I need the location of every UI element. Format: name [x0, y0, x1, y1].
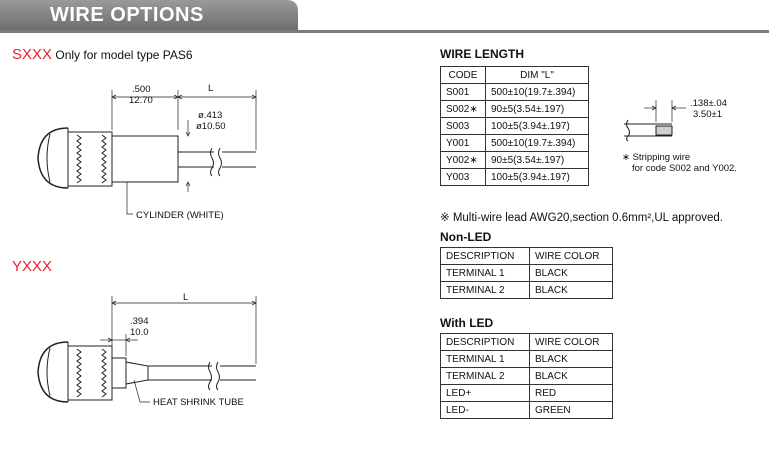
drawing-yxxx — [37, 296, 257, 403]
wire-length-title: WIRE LENGTH — [440, 47, 524, 61]
stripping-wire-detail — [624, 100, 686, 142]
dim-y-mm: 10.0 — [130, 327, 149, 338]
non-led-table: DESCRIPTION WIRE COLOR TERMINAL 1 BLACK … — [440, 247, 613, 299]
dim-y-in: .394 — [130, 316, 149, 327]
dim-s-dia-in: ø.413 — [198, 110, 222, 121]
table-row: TERMINAL 1 BLACK — [440, 350, 613, 368]
label-heat-shrink: HEAT SHRINK TUBE — [153, 397, 244, 408]
color-cell: BLACK — [529, 350, 613, 368]
strip-dim-in: .138±.04 — [690, 98, 727, 109]
header-cell: DESCRIPTION — [440, 333, 530, 351]
color-cell: RED — [529, 384, 613, 402]
stripping-note-line1: ∗ Stripping wire — [622, 152, 691, 163]
table-row: Y002∗ 90±5(3.54±.197) — [440, 151, 589, 169]
section-title: WIRE OPTIONS — [50, 4, 204, 26]
code-cell: S001 — [440, 83, 486, 101]
model-y-code: YXXX — [12, 258, 53, 275]
model-s-desc: Only for model type PAS6 — [55, 48, 193, 62]
code-cell: S003 — [440, 117, 486, 135]
drawing-sxxx — [37, 90, 257, 215]
header-cell: CODE — [440, 66, 486, 84]
header-cell: WIRE COLOR — [529, 247, 613, 265]
description-cell: TERMINAL 1 — [440, 264, 530, 282]
with-led-table: DESCRIPTION WIRE COLOR TERMINAL 1 BLACK … — [440, 333, 613, 419]
table-header-row: DESCRIPTION WIRE COLOR — [440, 333, 613, 351]
dim-cell: 100±5(3.94±.197) — [485, 168, 589, 186]
model-s-code: SXXX — [12, 46, 53, 63]
dim-cell: 90±5(3.54±.197) — [485, 100, 589, 118]
dim-s-L: L — [208, 83, 213, 94]
table-row: Y001 500±10(19.7±.394) — [440, 134, 589, 152]
description-cell: TERMINAL 2 — [440, 281, 530, 299]
stripping-note-line2: for code S002 and Y002. — [632, 163, 737, 174]
dim-s-dia-mm: ø10.50 — [196, 121, 226, 132]
dim-cell: 90±5(3.54±.197) — [485, 151, 589, 169]
description-cell: TERMINAL 1 — [440, 350, 530, 368]
with-led-title: With LED — [440, 316, 494, 330]
table-row: TERMINAL 2 BLACK — [440, 367, 613, 385]
dim-cell: 500±10(19.7±.394) — [485, 134, 589, 152]
table-row: LED- GREEN — [440, 401, 613, 419]
table-header-row: DESCRIPTION WIRE COLOR — [440, 247, 613, 265]
table-row: LED+ RED — [440, 384, 613, 402]
table-row: Y003 100±5(3.94±.197) — [440, 168, 589, 186]
table-row: S001 500±10(19.7±.394) — [440, 83, 589, 101]
dim-cell: 500±10(19.7±.394) — [485, 83, 589, 101]
code-cell: Y003 — [440, 168, 486, 186]
table-row: TERMINAL 1 BLACK — [440, 264, 613, 282]
table-row: S003 100±5(3.94±.197) — [440, 117, 589, 135]
strip-dim-mm: 3.50±1 — [693, 109, 722, 120]
header-cell: DIM "L" — [485, 66, 589, 84]
table-header-row: CODE DIM "L" — [440, 66, 589, 84]
color-cell: GREEN — [529, 401, 613, 419]
model-s-label: SXXX Only for model type PAS6 — [12, 46, 193, 63]
dim-s-top-mm: 12.70 — [129, 95, 153, 106]
code-cell: Y001 — [440, 134, 486, 152]
code-cell: Y002∗ — [440, 151, 486, 169]
code-cell: S002∗ — [440, 100, 486, 118]
non-led-title: Non-LED — [440, 230, 492, 244]
stripping-note: ∗ Stripping wire for code S002 and Y002. — [622, 152, 737, 174]
table-row: S002∗ 90±5(3.54±.197) — [440, 100, 589, 118]
description-cell: LED+ — [440, 384, 530, 402]
dim-cell: 100±5(3.94±.197) — [485, 117, 589, 135]
description-cell: TERMINAL 2 — [440, 367, 530, 385]
color-cell: BLACK — [529, 367, 613, 385]
multiwire-note: ※ Multi-wire lead AWG20,section 0.6mm²,U… — [440, 212, 723, 224]
model-y-label: YXXX — [12, 258, 52, 275]
color-cell: BLACK — [529, 264, 613, 282]
color-cell: BLACK — [529, 281, 613, 299]
label-cylinder: CYLINDER (WHITE) — [136, 210, 224, 221]
table-row: TERMINAL 2 BLACK — [440, 281, 613, 299]
header-cell: DESCRIPTION — [440, 247, 530, 265]
dim-s-top-in: .500 — [132, 84, 151, 95]
description-cell: LED- — [440, 401, 530, 419]
wire-length-table: CODE DIM "L" S001 500±10(19.7±.394) S002… — [440, 66, 589, 186]
header-rule — [0, 30, 769, 33]
dim-y-L: L — [183, 292, 188, 303]
header-cell: WIRE COLOR — [529, 333, 613, 351]
section-header: WIRE OPTIONS — [0, 0, 298, 30]
